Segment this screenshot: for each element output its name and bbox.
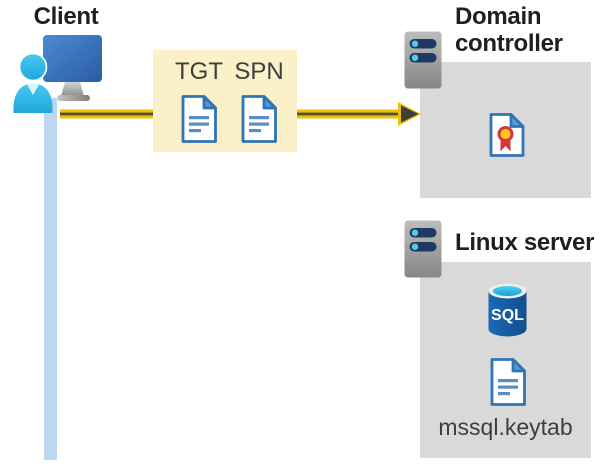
linux-server-icon: [404, 220, 442, 278]
spn-document-icon: [241, 95, 277, 143]
monitor-base: [57, 95, 90, 101]
user-head: [18, 52, 48, 82]
tgt-document-icon: [181, 95, 217, 143]
tgt-label: TGT: [175, 58, 223, 85]
certificate-ribbon: [500, 139, 511, 152]
ticket-box: TGT SPN: [153, 50, 297, 152]
client-lifeline: [44, 98, 57, 460]
sql-database-icon: SQL: [488, 283, 527, 337]
client-title: Client: [33, 3, 99, 30]
domain-controller-server-icon: [404, 31, 442, 89]
certificate-icon: [489, 113, 525, 157]
user-collar: [26, 83, 40, 95]
sql-label: SQL: [491, 307, 524, 324]
arrowhead: [401, 105, 419, 123]
monitor-icon: [43, 35, 102, 82]
linux-server-title: Linux server: [455, 229, 595, 256]
monitor-stand: [61, 82, 84, 96]
keytab-document-icon: [490, 358, 526, 406]
client-icon: [13, 35, 102, 113]
spn-label: SPN: [234, 58, 284, 85]
domain-controller-title: Domain controller: [455, 3, 563, 57]
keytab-filename: mssql.keytab: [438, 414, 573, 440]
user-body: [13, 83, 53, 113]
